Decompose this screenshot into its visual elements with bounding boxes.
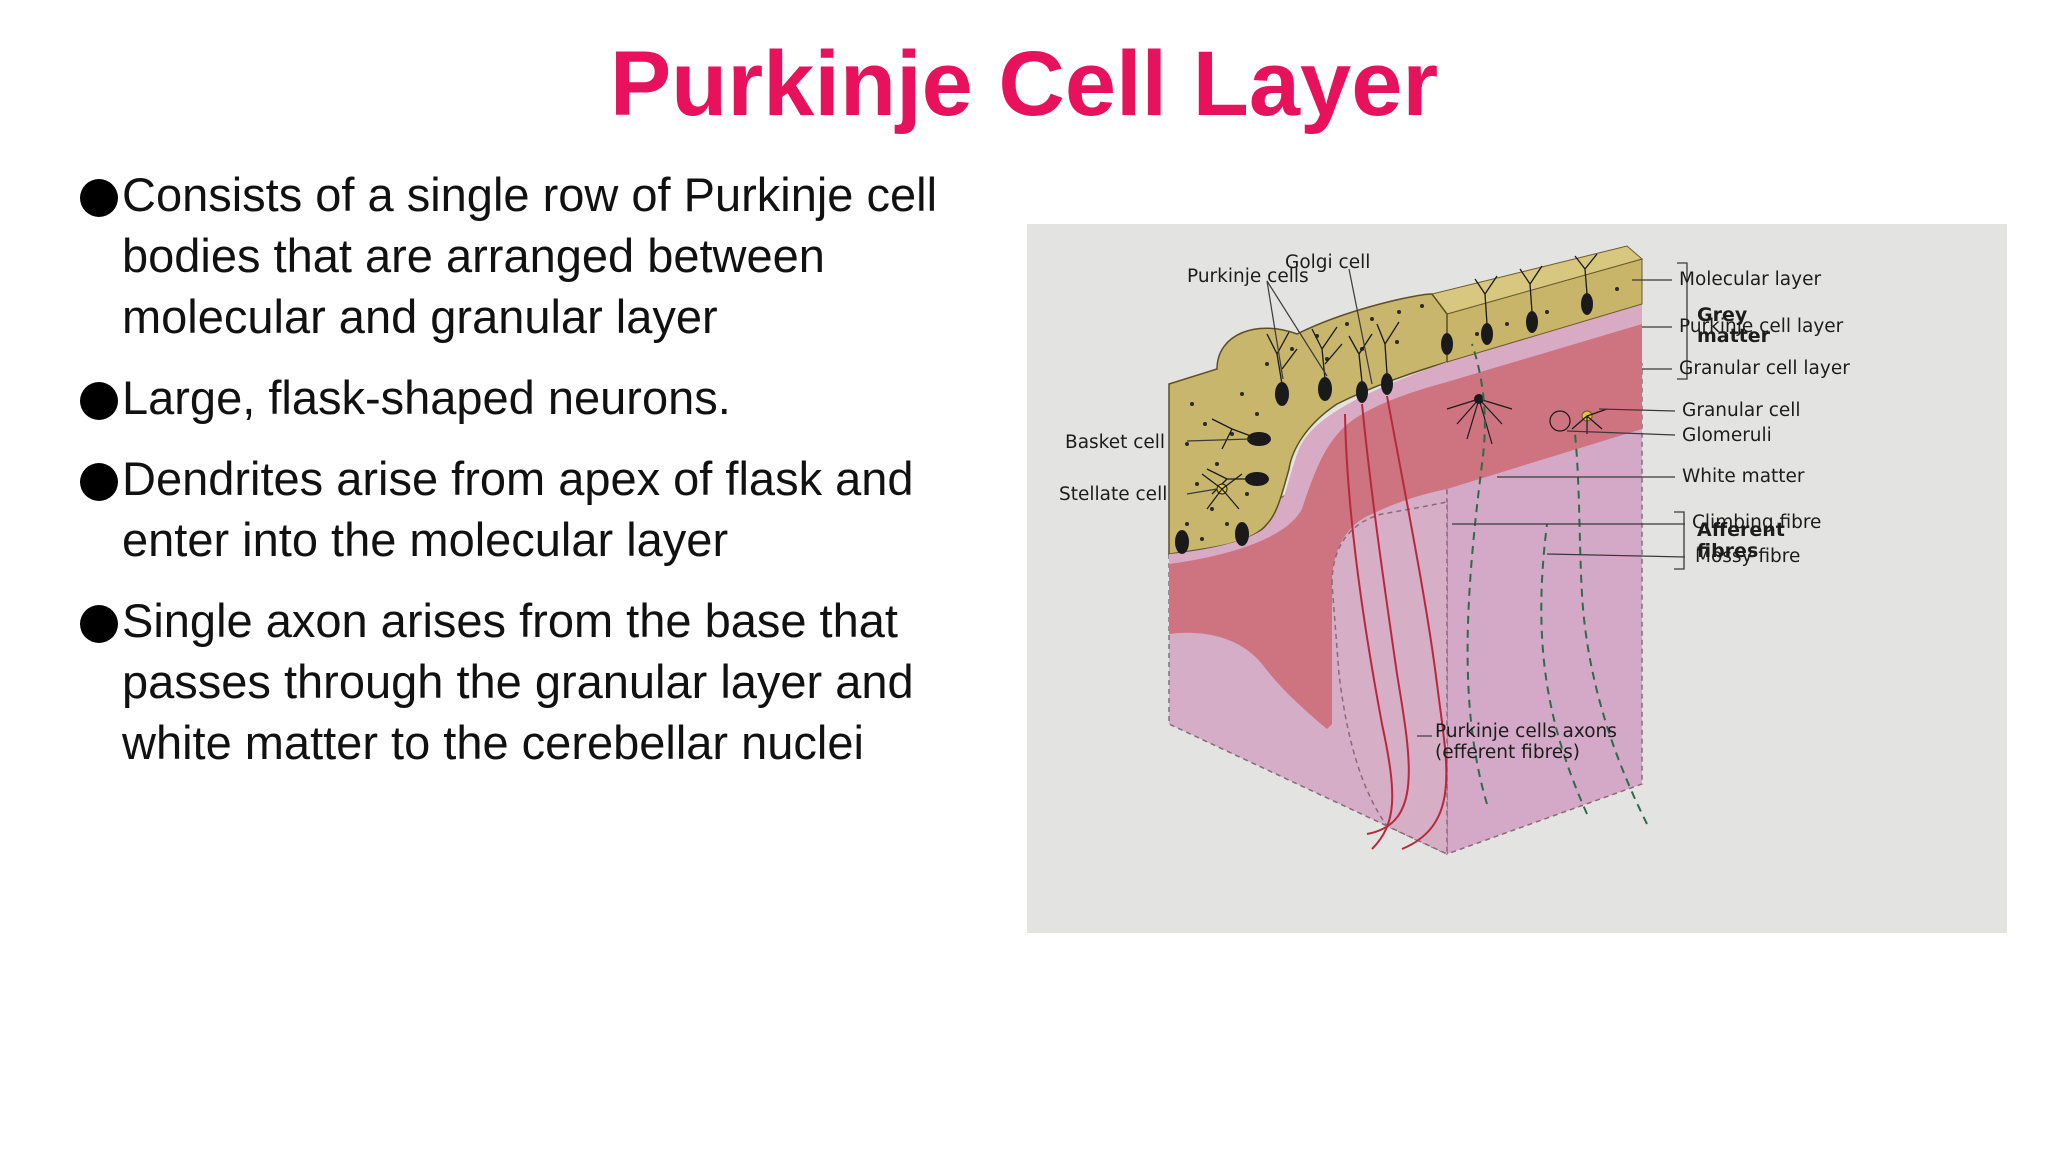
granular-layer-folium: [1169, 382, 1447, 729]
label-basket-cell: Basket cell: [1065, 432, 1165, 453]
purkinje-band-folium: [1169, 362, 1447, 564]
granular-cell: [1571, 408, 1608, 434]
efferent-fibres: [1344, 395, 1448, 850]
label-glomeruli: Glomeruli: [1682, 425, 1772, 446]
label-climbing-fibre: Climbing fibre: [1692, 512, 1821, 533]
bullet-dot-icon: [80, 463, 118, 501]
afferent-bracket: [1674, 511, 1685, 570]
label-stellate-cell: Stellate cell: [1059, 484, 1167, 505]
purkinje-band-right: [1447, 302, 1642, 382]
bullet-dot-icon: [80, 605, 118, 643]
bullet-item: Consists of a single row of Purkinje cel…: [78, 164, 978, 347]
label-afferent-2: fibres: [1697, 540, 1758, 562]
label-axons-2: (efferent fibres): [1435, 742, 1580, 763]
label-molecular-layer: Molecular layer: [1679, 269, 1821, 290]
cerebellum-diagram: Purkinje cells Golgi cell Molecular laye…: [1027, 224, 2007, 933]
bullet-dot-icon: [80, 382, 118, 420]
dendrite-trees: [1206, 253, 1598, 495]
label-purkinje-cell-layer: Purkinje cell layer: [1679, 316, 1844, 337]
label-afferent-1: Afferent: [1697, 519, 1785, 541]
label-granular-cell: Granular cell: [1682, 400, 1801, 421]
label-purkinje-cells: Purkinje cells: [1187, 266, 1309, 287]
label-mossy-fibre: Mossy fibre: [1695, 546, 1800, 567]
label-white-matter: White matter: [1682, 466, 1805, 487]
label-axons-1: Purkinje cells axons: [1435, 721, 1617, 742]
bullet-text: Large, flask-shaped neurons.: [122, 371, 731, 424]
bullet-item: Dendrites arise from apex of flask and e…: [78, 448, 978, 570]
bullet-list: Consists of a single row of Purkinje cel…: [78, 164, 978, 793]
bullet-text: Dendrites arise from apex of flask and e…: [122, 452, 914, 566]
grey-matter-bracket: [1677, 262, 1688, 380]
label-granular-cell-layer: Granular cell layer: [1679, 358, 1850, 379]
bullet-item: Single axon arises from the base that pa…: [78, 590, 978, 773]
slide-title: Purkinje Cell Layer: [609, 33, 1439, 135]
bullet-dot-icon: [80, 179, 118, 217]
bullet-text: Single axon arises from the base that pa…: [122, 594, 914, 769]
glomerulus: [1549, 410, 1571, 432]
golgi-cell: [1446, 394, 1513, 445]
label-golgi-cell: Golgi cell: [1285, 252, 1370, 273]
stellate-cell: [1201, 473, 1243, 510]
bullet-item: Large, flask-shaped neurons.: [78, 367, 978, 428]
label-grey-matter-1: Grey: [1697, 304, 1748, 326]
afferent-fibres: [1466, 343, 1648, 825]
cerebellum-layers-figure: Purkinje cells Golgi cell Molecular laye…: [1027, 224, 2007, 933]
leader-lines: [1186, 268, 1686, 737]
bullet-text: Consists of a single row of Purkinje cel…: [122, 168, 938, 343]
label-grey-matter-2: matter: [1697, 325, 1771, 347]
